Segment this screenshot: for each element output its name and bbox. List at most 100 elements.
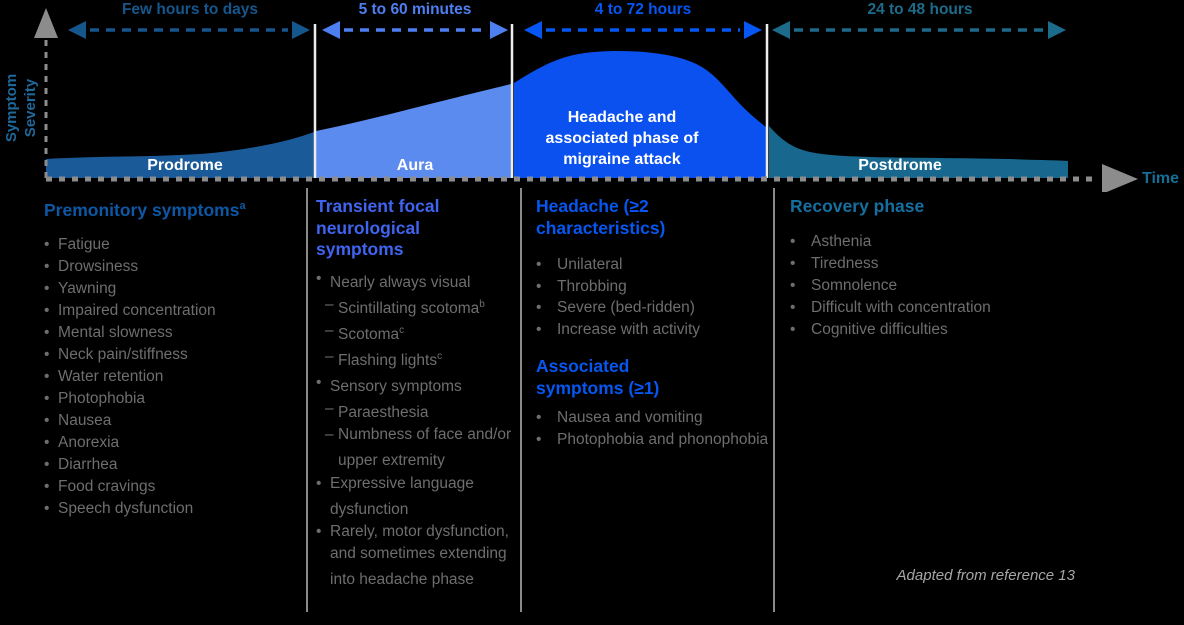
phase-label-prodrome: Prodrome	[147, 157, 223, 174]
bullet-icon: •	[44, 434, 50, 452]
list-item: •Severe (bed-ridden)	[536, 297, 774, 319]
phase-label-postdrome: Postdrome	[858, 157, 942, 174]
dash-icon: –	[325, 347, 334, 365]
list-subitem: –Numbness of face and/or upper extremity	[325, 424, 521, 472]
list-item-text: Neck pain/stiffness	[58, 346, 188, 364]
dash-icon: –	[325, 400, 334, 418]
bullet-icon: •	[44, 478, 50, 496]
list-item-text: Asthenia	[811, 232, 872, 250]
list-item: •Throbbing	[536, 276, 774, 298]
list-item-text: Somnolence	[811, 276, 898, 294]
list-item-text: Photophobia	[58, 390, 146, 408]
arrow-right-icon	[1048, 21, 1066, 39]
y-axis-label-line2: Severity	[22, 78, 39, 138]
list-item-text: Rarely, motor dysfunction, and sometimes…	[330, 522, 509, 588]
bullet-icon: •	[316, 269, 322, 287]
list-item-text: Sensory symptoms	[330, 378, 462, 396]
recovery-phase-column: Recovery phase •Asthenia •Tiredness •Som…	[790, 196, 1090, 341]
list-item-text: Tiredness	[811, 254, 879, 272]
bullet-icon: •	[316, 522, 322, 540]
column-divider	[306, 188, 308, 612]
headache-area	[514, 50, 766, 178]
duration-label-headache: 4 to 72 hours	[594, 1, 692, 18]
arrow-right-icon	[490, 21, 508, 39]
arrow-right-icon	[292, 21, 310, 39]
list-item: • Sensory symptoms	[316, 372, 521, 398]
bullet-icon: •	[536, 431, 542, 448]
bullet-icon: •	[316, 474, 322, 492]
list-item-text: Nearly always visual	[330, 273, 471, 291]
list-item: •Unilateral	[536, 254, 774, 276]
list-item-text: Nausea and vomiting	[557, 409, 703, 426]
premonitory-symptoms-column: Premonitory symptomsa • Fatigue • Drowsine…	[44, 196, 306, 520]
premonitory-list: • Fatigue • Drowsiness • Yawning • Impaired …	[44, 234, 306, 520]
list-item-text: Expressive language dysfunction	[330, 474, 474, 518]
arrow-left-icon	[322, 21, 340, 39]
arrow-left-icon	[772, 21, 790, 39]
list-subitem: –Scintillating scotomab	[325, 294, 521, 320]
duration-arrow-prodrome	[68, 21, 310, 39]
list-item-text: Diarrhea	[58, 456, 118, 474]
headache-symptoms-column: Headache (≥2 characteristics) •Unilatera…	[536, 196, 774, 451]
list-item-text: Drowsiness	[58, 258, 139, 276]
aura-list: • Nearly always visual –Scintillating sco…	[316, 268, 521, 591]
bullet-icon: •	[790, 254, 796, 272]
list-item-text: Severe (bed-ridden)	[557, 299, 695, 316]
list-item-text: Mental slowness	[58, 324, 173, 342]
phase-label-aura: Aura	[396, 157, 434, 174]
list-subitem: –Paraesthesia	[325, 398, 521, 424]
bullet-icon: •	[44, 500, 50, 518]
bullet-icon: •	[44, 324, 50, 342]
bullet-icon: •	[44, 368, 50, 386]
arrow-left-icon	[68, 21, 86, 39]
list-item: •Somnolence	[790, 275, 1090, 297]
list-item-text: Yawning	[58, 280, 117, 298]
headache-list: •Unilateral •Throbbing •Severe (bed-ridd…	[536, 254, 774, 340]
list-item: •Diarrhea	[44, 454, 306, 476]
list-item-text: Scotomac	[338, 324, 405, 343]
duration-label-postdrome: 24 to 48 hours	[867, 1, 973, 18]
bullet-icon: •	[44, 412, 50, 430]
aura-symptoms-column: Transient focal neurological symptoms •N…	[316, 196, 521, 591]
y-axis-arrow-icon	[34, 8, 58, 38]
list-item: • Photophobia and phonophobia	[536, 429, 774, 451]
duration-label-aura: 5 to 60 minutes	[358, 1, 472, 18]
bullet-icon: •	[536, 320, 542, 338]
column-divider	[773, 188, 775, 612]
bullet-icon: •	[44, 280, 50, 298]
list-item: • Mental slowness	[44, 322, 306, 344]
list-item: • Difficult with concentration	[790, 297, 1090, 319]
bullet-icon: •	[44, 302, 50, 320]
list-item-text: Difficult with concentration	[811, 298, 991, 316]
list-item-text: Impaired concentration	[58, 302, 216, 320]
list-item-text: Fatigue	[58, 236, 110, 254]
column-header-recovery: Recovery phase	[790, 196, 925, 216]
aura-area	[316, 84, 511, 178]
list-item-text: Paraesthesia	[338, 404, 429, 422]
list-item: •Food cravings	[44, 476, 306, 498]
list-item-text: Anorexia	[58, 434, 120, 452]
list-item-text: Flashing lightsc	[338, 350, 443, 370]
arrow-left-icon	[524, 21, 542, 39]
list-item: •Asthenia	[790, 231, 1090, 253]
list-item-text: Speech dysfunction	[58, 500, 194, 518]
list-item: •Nausea and vomiting	[536, 407, 774, 429]
list-item: • Tiredness	[790, 253, 1090, 275]
bullet-icon: •	[44, 346, 50, 364]
list-item: • Yawning	[44, 278, 306, 300]
list-item: • Impaired concentration	[44, 300, 306, 322]
list-item-text: Photophobia and phonophobia	[557, 431, 769, 448]
bullet-icon: •	[536, 277, 542, 295]
bullet-icon: •	[790, 298, 796, 316]
dash-icon: –	[325, 295, 334, 313]
list-item-text: Cognitive difficulties	[811, 320, 948, 338]
duration-arrow-aura	[322, 21, 508, 39]
list-item: •Water retention	[44, 366, 306, 388]
list-subitem: –Flashing lightsc	[325, 346, 521, 372]
postdrome-area	[769, 126, 1068, 178]
list-item-text: Increase with activity	[557, 320, 700, 338]
list-item: • Nearly always visual	[316, 268, 521, 294]
bullet-icon: •	[316, 374, 322, 392]
column-header-premonitory: Premonitory symptomsa	[44, 196, 306, 221]
